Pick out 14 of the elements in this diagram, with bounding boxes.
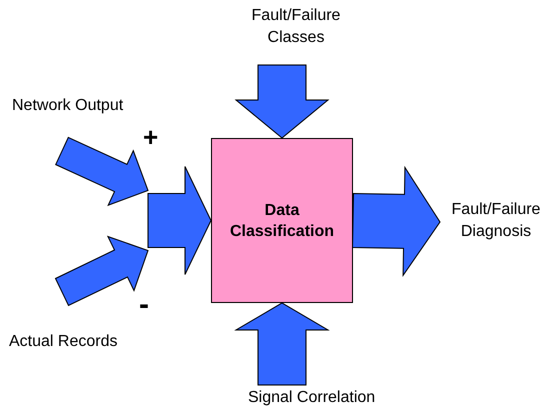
process-box: Data Classification <box>211 138 353 303</box>
input-label: Signal Correlation <box>248 386 388 410</box>
output-label: Fault/Failure Diagnosis <box>440 199 552 243</box>
input-label: Actual Records <box>9 330 151 354</box>
block-arrow <box>148 166 212 275</box>
block-arrow <box>55 136 149 206</box>
input-label: Fault/Failure Classes <box>240 5 352 49</box>
sign-label: + <box>143 124 158 150</box>
block-arrow <box>54 236 149 306</box>
block-arrow <box>352 166 441 278</box>
block-arrow <box>234 302 330 386</box>
input-label: Network Output <box>12 94 144 118</box>
block-arrow <box>234 64 330 139</box>
sign-label: - <box>139 290 149 320</box>
